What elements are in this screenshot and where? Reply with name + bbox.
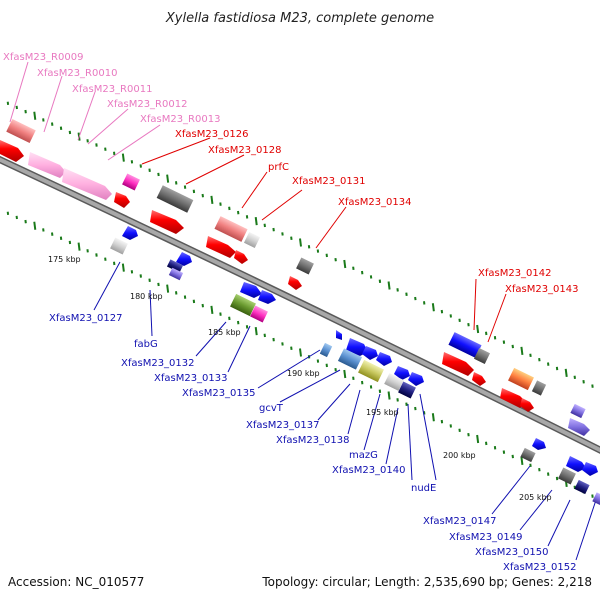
gene-label: mazG bbox=[349, 450, 378, 461]
tick-mark bbox=[210, 195, 214, 204]
gene-label: XfasM23_0133 bbox=[154, 373, 228, 384]
tick-mark bbox=[33, 221, 37, 230]
tick-mark bbox=[564, 368, 568, 378]
gene-label: XfasM23_0138 bbox=[276, 435, 350, 446]
tick-mark bbox=[299, 238, 302, 247]
tick-mark bbox=[299, 348, 302, 357]
gene-arrow-pink bbox=[28, 152, 66, 178]
gene-label: XfasM23_0150 bbox=[475, 547, 549, 558]
map-title: Xylella fastidiosa M23, complete genome bbox=[165, 11, 434, 26]
gene-label: XfasM23_0142 bbox=[478, 268, 552, 279]
tick-mark bbox=[254, 326, 258, 336]
gene-label: XfasM23_0140 bbox=[332, 465, 406, 476]
genome-backbone bbox=[0, 157, 600, 453]
scale-label: 195 kbp bbox=[366, 408, 399, 417]
forward-labels: XfasM23_0126 XfasM23_0128 prfC XfasM23_0… bbox=[175, 129, 579, 295]
tick-mark bbox=[77, 242, 81, 251]
tick-mark bbox=[387, 281, 391, 290]
gene-label: nudE bbox=[411, 483, 436, 494]
reverse-labels: XfasM23_0127 fabG XfasM23_0132 XfasM23_0… bbox=[49, 313, 577, 573]
tick-mark bbox=[387, 391, 391, 400]
tick-marks bbox=[6, 101, 594, 498]
tick-mark bbox=[520, 346, 524, 356]
gene-label: XfasM23_0149 bbox=[449, 532, 523, 543]
tick-mark bbox=[476, 324, 480, 334]
scale-labels: 175 kbp 180 kbp 185 kbp 190 kbp 195 kbp … bbox=[48, 255, 552, 502]
scale-label: 190 kbp bbox=[287, 369, 320, 378]
gene-label: XfasM23_0134 bbox=[338, 197, 412, 208]
tick-mark bbox=[476, 434, 480, 444]
gene-label: prfC bbox=[268, 162, 289, 173]
gene-label: XfasM23_R0009 bbox=[3, 52, 83, 63]
tick-mark bbox=[343, 259, 347, 269]
gene-label: XfasM23_R0013 bbox=[140, 114, 220, 125]
tick-mark bbox=[121, 153, 125, 162]
scale-label: 180 kbp bbox=[130, 292, 163, 301]
gene-label: XfasM23_0135 bbox=[182, 388, 256, 399]
scale-label: 175 kbp bbox=[48, 255, 81, 264]
scale-label: 200 kbp bbox=[443, 451, 476, 460]
gene-arrow-pink bbox=[62, 168, 112, 200]
tick-mark bbox=[343, 369, 347, 379]
accession-text: Accession: NC_010577 bbox=[8, 575, 144, 589]
forward-genes bbox=[0, 119, 590, 436]
scale-label: 205 kbp bbox=[519, 493, 552, 502]
tick-mark bbox=[33, 111, 37, 120]
tick-mark bbox=[210, 305, 214, 314]
tick-mark bbox=[166, 284, 170, 293]
tick-mark bbox=[431, 303, 435, 312]
gene-label: XfasM23_0147 bbox=[423, 516, 497, 527]
tick-mark bbox=[520, 456, 524, 466]
gene-arrow-red bbox=[0, 140, 24, 162]
tick-mark bbox=[166, 174, 170, 183]
scale-label: 185 kbp bbox=[208, 328, 241, 337]
gene-label: XfasM23_0132 bbox=[121, 358, 195, 369]
gene-label: fabG bbox=[134, 339, 158, 350]
reverse-genes bbox=[110, 226, 600, 506]
gene-label: XfasM23_0127 bbox=[49, 313, 123, 324]
callout-lines bbox=[9, 61, 597, 561]
gene-label: XfasM23_0126 bbox=[175, 129, 249, 140]
gene-label: gcvT bbox=[259, 403, 284, 414]
gene-label: XfasM23_R0010 bbox=[37, 68, 117, 79]
gene-label: XfasM23_0137 bbox=[246, 420, 320, 431]
gene-label: XfasM23_0131 bbox=[292, 176, 366, 187]
gene-label: XfasM23_0143 bbox=[505, 284, 579, 295]
gene-label: XfasM23_R0012 bbox=[107, 99, 187, 110]
gene-label: XfasM23_0152 bbox=[503, 562, 577, 573]
topology-text: Topology: circular; Length: 2,535,690 bp… bbox=[261, 575, 592, 589]
tick-mark bbox=[254, 216, 258, 226]
gene-label: XfasM23_R0011 bbox=[72, 84, 152, 95]
rna-labels: XfasM23_R0009 XfasM23_R0010 XfasM23_R001… bbox=[3, 52, 220, 125]
tick-mark bbox=[431, 413, 435, 422]
tick-mark bbox=[121, 263, 125, 272]
gene-label: XfasM23_0128 bbox=[208, 145, 282, 156]
